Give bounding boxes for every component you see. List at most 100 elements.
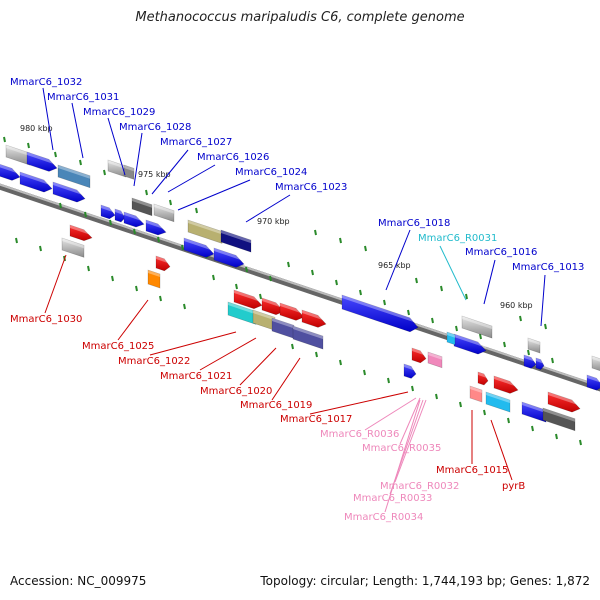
gene-label[interactable]: MmarC6_1026 bbox=[197, 152, 269, 163]
leader-line bbox=[483, 259, 496, 305]
dash-mark bbox=[363, 369, 366, 376]
leader-line bbox=[439, 245, 467, 301]
gene-label[interactable]: MmarC6_1015 bbox=[436, 465, 508, 476]
accession-text: Accession: NC_009975 bbox=[10, 574, 147, 588]
gene-label[interactable]: MmarC6_R0031 bbox=[418, 233, 497, 244]
leader-line bbox=[117, 299, 149, 341]
dash-mark bbox=[245, 266, 248, 273]
gene-right-4 bbox=[542, 407, 576, 432]
leader-line bbox=[245, 194, 291, 223]
dash-mark bbox=[3, 136, 6, 143]
gene-label[interactable]: pyrB bbox=[502, 481, 525, 492]
gene-left-2 bbox=[19, 171, 53, 193]
leader-line bbox=[42, 87, 54, 151]
dash-mark bbox=[15, 237, 18, 244]
gene-label[interactable]: MmarC6_1028 bbox=[119, 122, 191, 133]
dash-mark bbox=[79, 159, 82, 166]
gene-mmarc6-1020 bbox=[271, 317, 295, 339]
dash-mark bbox=[87, 265, 90, 272]
leader-line bbox=[271, 357, 301, 401]
leader-line bbox=[71, 102, 84, 159]
dash-mark bbox=[111, 275, 114, 282]
dash-mark bbox=[109, 219, 112, 226]
gene-mmarc6-1028 bbox=[107, 159, 127, 178]
dash-mark bbox=[314, 229, 317, 236]
gene-right-2 bbox=[586, 374, 600, 391]
gene-label[interactable]: MmarC6_R0034 bbox=[344, 512, 423, 523]
dash-mark bbox=[27, 142, 30, 149]
gene-pyrb-top bbox=[493, 375, 519, 394]
dash-mark bbox=[195, 207, 198, 214]
dash-mark bbox=[181, 244, 184, 251]
dash-mark bbox=[387, 377, 390, 384]
gene-right-1 bbox=[591, 355, 600, 372]
gene-left-1 bbox=[0, 164, 21, 181]
gene-mmarc6-1032 bbox=[5, 144, 31, 166]
gene-mmarc6-1015 bbox=[469, 385, 483, 403]
dash-mark bbox=[431, 317, 434, 324]
gene-label[interactable]: MmarC6_1025 bbox=[82, 341, 154, 352]
dash-mark bbox=[383, 299, 386, 306]
dash-mark bbox=[169, 199, 172, 206]
gene-label[interactable]: MmarC6_1022 bbox=[118, 356, 190, 367]
gene-label[interactable]: MmarC6_1021 bbox=[160, 371, 232, 382]
dash-mark bbox=[103, 169, 106, 176]
gene-mmarc6-1027 bbox=[131, 197, 153, 217]
gene-label[interactable]: MmarC6_1019 bbox=[240, 400, 312, 411]
gene-label[interactable]: MmarC6_1027 bbox=[160, 137, 232, 148]
leader-line bbox=[107, 117, 126, 176]
dash-mark bbox=[479, 333, 482, 340]
gene-label[interactable]: MmarC6_1029 bbox=[83, 107, 155, 118]
gene-label[interactable]: MmarC6_1030 bbox=[10, 314, 82, 325]
dash-mark bbox=[212, 274, 215, 281]
topology-info: Topology: circular; Length: 1,744,193 bp… bbox=[260, 574, 590, 588]
dash-marks bbox=[3, 136, 582, 446]
dash-mark bbox=[551, 357, 554, 364]
gene-label[interactable]: MmarC6_1031 bbox=[47, 92, 119, 103]
gene-label[interactable]: MmarC6_1020 bbox=[200, 386, 272, 397]
gene-layer bbox=[0, 144, 600, 432]
gene-label[interactable]: MmarC6_R0032 bbox=[380, 481, 459, 492]
dash-mark bbox=[519, 315, 522, 322]
gene-mmarc6-1030-top bbox=[69, 224, 93, 242]
leader-line bbox=[239, 347, 277, 386]
gene-label[interactable]: MmarC6_1016 bbox=[465, 247, 537, 258]
gene-label[interactable]: MmarC6_1032 bbox=[10, 77, 82, 88]
gene-mmarc6-1031 bbox=[26, 151, 58, 172]
dash-mark bbox=[507, 417, 510, 424]
gene-label[interactable]: MmarC6_R0036 bbox=[320, 429, 399, 440]
leader-line bbox=[151, 149, 189, 195]
dash-mark bbox=[415, 277, 418, 284]
gene-mmarc6-1026 bbox=[153, 203, 175, 223]
gene-mmarc6-1016 bbox=[461, 315, 493, 339]
gene-mmarc6-1017 bbox=[403, 363, 417, 379]
dash-mark bbox=[459, 401, 462, 408]
dash-mark bbox=[145, 189, 148, 196]
dash-mark bbox=[315, 351, 318, 358]
tick-label: 965 kbp bbox=[378, 261, 411, 270]
gene-label[interactable]: MmarC6_R0035 bbox=[362, 443, 441, 454]
leader-line bbox=[177, 179, 251, 211]
gene-mmarc6-1023 bbox=[220, 229, 252, 253]
dash-mark bbox=[455, 325, 458, 332]
gene-small-4 bbox=[123, 211, 145, 228]
gene-label[interactable]: MmarC6_1024 bbox=[235, 167, 307, 178]
tick-label: 960 kbp bbox=[500, 301, 533, 310]
gene-mmarc6-1023-b bbox=[213, 247, 245, 268]
gene-rna-cluster bbox=[427, 351, 443, 369]
leader-line bbox=[394, 399, 427, 483]
gene-label[interactable]: MmarC6_1023 bbox=[275, 182, 347, 193]
gene-mmarc6-1013 bbox=[527, 337, 541, 354]
leader-line bbox=[309, 391, 409, 415]
leader-line bbox=[384, 399, 421, 513]
gene-small-5 bbox=[145, 219, 167, 236]
gene-label[interactable]: MmarC6_1018 bbox=[378, 218, 450, 229]
gene-label[interactable]: MmarC6_R0033 bbox=[353, 493, 432, 504]
gene-label[interactable]: MmarC6_1013 bbox=[512, 262, 584, 273]
gene-mmarc6-1020-top bbox=[279, 302, 305, 321]
gene-mmarc6-1019-top bbox=[301, 309, 327, 328]
gene-label[interactable]: MmarC6_1017 bbox=[280, 414, 352, 425]
backbone bbox=[0, 183, 600, 392]
dash-mark bbox=[235, 283, 238, 290]
